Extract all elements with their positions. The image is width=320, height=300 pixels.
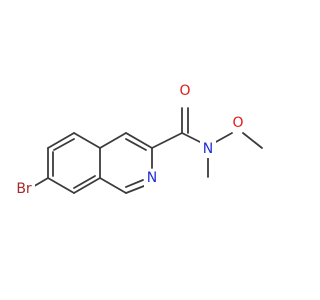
bond-n-amide-o-methoxy — [213, 132, 233, 144]
atom-br-background — [13, 180, 35, 196]
double-bond-n-c9-inner — [125, 179, 144, 188]
atom-o-carbonyl-label: O — [179, 83, 190, 99]
bond-c2-c3 — [73, 132, 101, 149]
double-bond-c4-c5-inner — [73, 175, 96, 189]
atom-o-methoxy: O — [230, 114, 246, 132]
molecule-canvas: Br N O N O — [13, 82, 263, 197]
molecule-structure: Br N O N O — [13, 82, 263, 197]
bond-c4-c5 — [73, 177, 101, 194]
atom-o-methoxy-background — [230, 114, 246, 132]
double-bond-c7-c8-inner — [125, 138, 147, 151]
bond-c5-c6 — [47, 177, 75, 194]
atom-o-carbonyl: O — [177, 82, 193, 100]
atom-n-ring: N — [144, 169, 160, 187]
bond-carbonyl-c-n-amide — [181, 132, 203, 144]
bond-c9-c4 — [99, 177, 127, 194]
atom-o-methoxy-label: O — [232, 115, 243, 131]
atom-n-ring-label: N — [147, 170, 157, 186]
bond-c1-c2 — [47, 132, 75, 149]
atom-n-amide: N — [200, 140, 216, 158]
atom-n-amide-label: N — [203, 141, 213, 157]
bond-n-ring-c9 — [125, 185, 145, 194]
bond-o-methoxy-c-methyl — [242, 132, 263, 149]
atom-n-ring-background — [144, 169, 160, 187]
double-bond-c1-c2-inner — [53, 138, 75, 151]
atom-br: Br — [13, 180, 35, 197]
atom-br-label: Br — [16, 181, 32, 197]
bond-c3-c7 — [99, 132, 127, 149]
atom-n-amide-background — [200, 140, 216, 158]
bond-c8-carbonyl-c — [151, 132, 183, 149]
atom-o-carbonyl-background — [177, 82, 193, 100]
bond-c7-c8 — [125, 132, 153, 149]
